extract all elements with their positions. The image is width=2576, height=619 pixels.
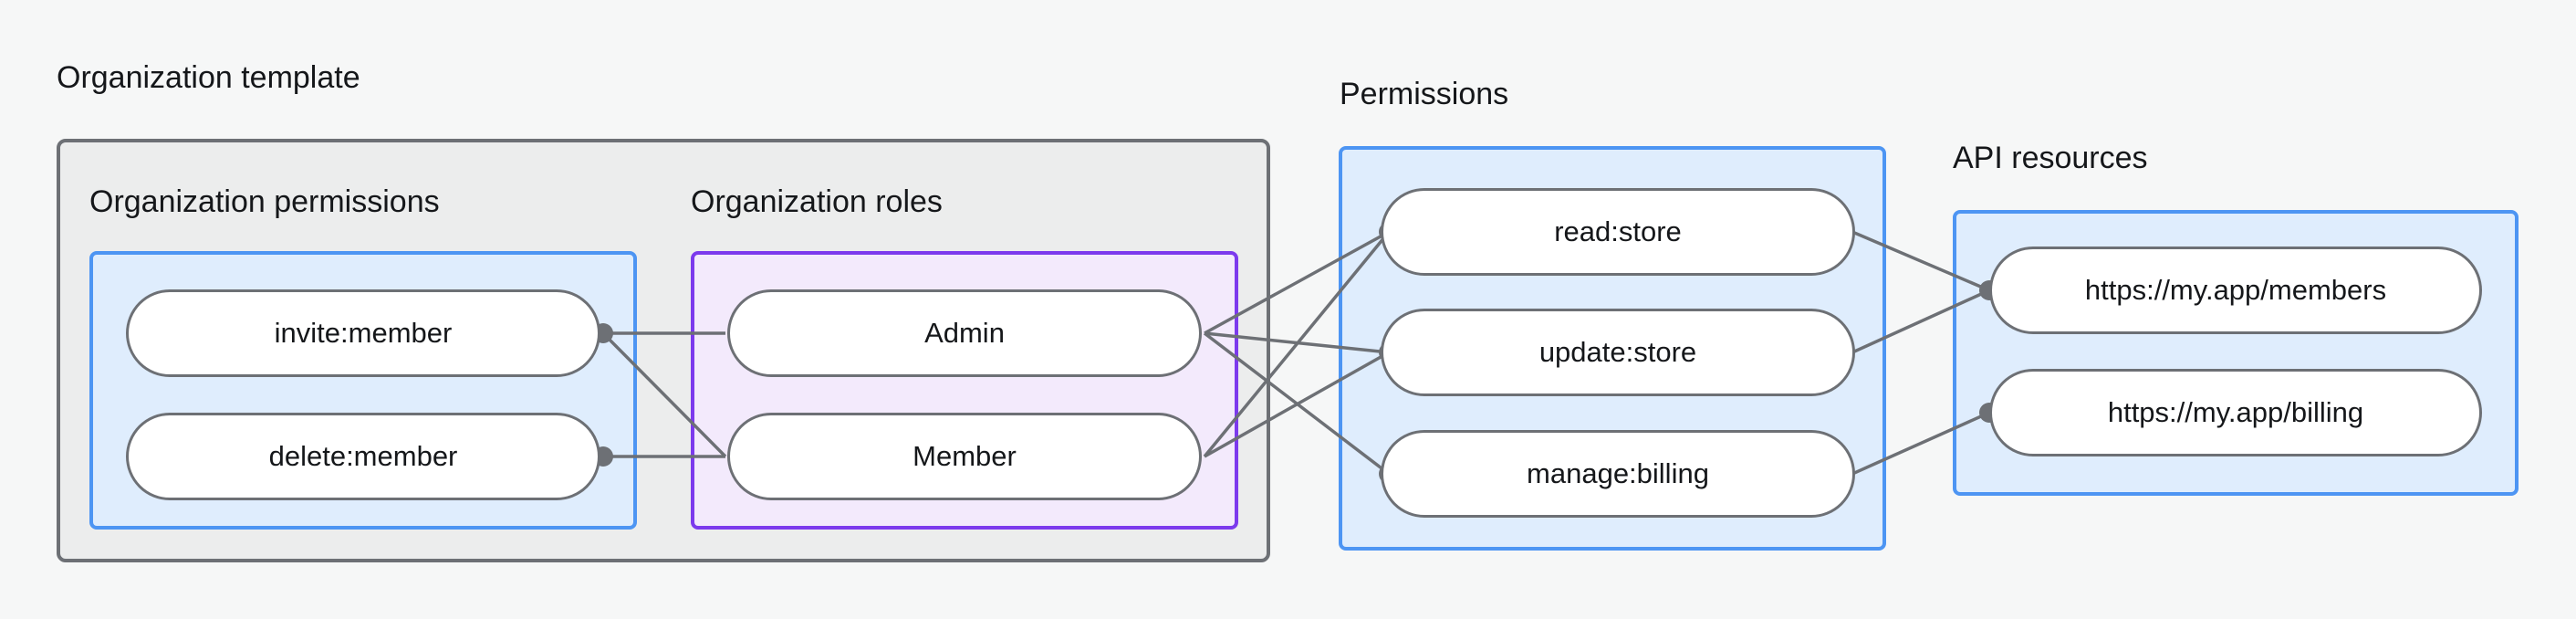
organization-template-title: Organization template xyxy=(57,60,360,95)
node-delete-member-label: delete:member xyxy=(268,440,458,472)
organization-roles-title: Organization roles xyxy=(691,184,943,219)
organization-permissions-title: Organization permissions xyxy=(89,184,440,219)
node-read-store[interactable]: read:store xyxy=(1381,188,1855,276)
api-resources-title: API resources xyxy=(1953,141,2148,175)
node-admin-label: Admin xyxy=(924,317,1005,349)
node-manage-billing[interactable]: manage:billing xyxy=(1381,430,1855,518)
node-billing-resource-label: https://my.app/billing xyxy=(2107,396,2364,428)
node-invite-member[interactable]: invite:member xyxy=(126,289,600,377)
node-delete-member[interactable]: delete:member xyxy=(126,413,600,500)
node-member-label: Member xyxy=(913,440,1017,472)
node-member[interactable]: Member xyxy=(727,413,1202,500)
node-invite-member-label: invite:member xyxy=(274,317,453,349)
node-admin[interactable]: Admin xyxy=(727,289,1202,377)
node-manage-billing-label: manage:billing xyxy=(1527,457,1709,489)
node-members-resource-label: https://my.app/members xyxy=(2084,274,2387,306)
node-update-store-label: update:store xyxy=(1538,336,1697,368)
node-update-store[interactable]: update:store xyxy=(1381,309,1855,396)
node-billing-resource[interactable]: https://my.app/billing xyxy=(1989,369,2482,456)
node-read-store-label: read:store xyxy=(1554,215,1682,247)
permissions-title: Permissions xyxy=(1340,77,1509,111)
node-members-resource[interactable]: https://my.app/members xyxy=(1989,247,2482,334)
